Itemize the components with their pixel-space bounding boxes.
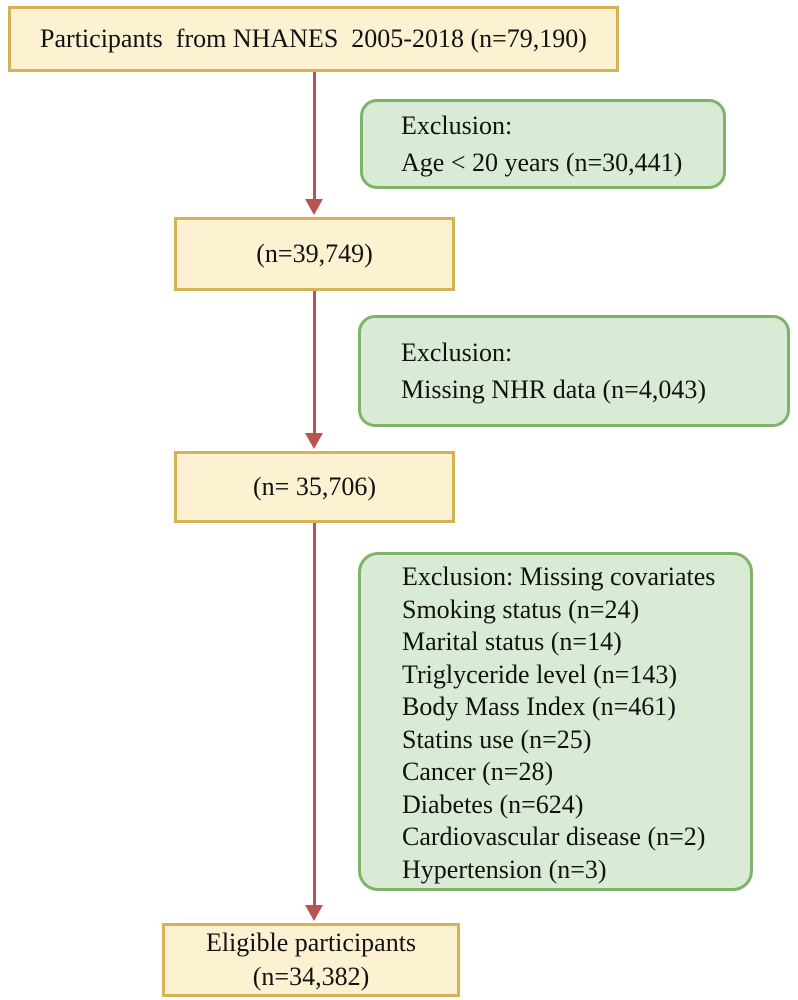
exclusion-line: Smoking status (n=24): [402, 594, 640, 624]
arrowhead-icon: [305, 433, 323, 449]
exclusion-line: Cardiovascular disease (n=2): [402, 822, 706, 851]
eligible-count: (n=34,382): [252, 962, 370, 991]
exclusion-line: Age < 20 years (n=30,441): [401, 148, 683, 177]
exclusion-line: Triglyceride level (n=143): [402, 659, 678, 689]
exclusion-line: Exclusion: Missing covariates: [402, 562, 716, 591]
exclusion-line: Body Mass Index (n=461): [402, 692, 676, 721]
exclusion-line: Marital status (n=14): [402, 627, 622, 656]
exclusion-line: Exclusion:: [401, 111, 513, 140]
exclusion-line: Statins use (n=25): [402, 724, 592, 754]
exclusion-line: Exclusion:: [401, 338, 513, 367]
eligible-label: Eligible participants: [205, 928, 417, 957]
exclusion-box-covariates: Exclusion: Missing covariates Smoking st…: [358, 552, 753, 891]
box-participants-label: Participants from NHANES 2005-2018 (n=79…: [40, 24, 587, 53]
flow-arrow-1: [313, 72, 316, 201]
exclusion-line: Missing NHR data (n=4,043): [401, 375, 706, 404]
box-after-age-exclusion: (n=39,749): [174, 217, 455, 291]
box-participants-source: Participants from NHANES 2005-2018 (n=79…: [8, 6, 619, 72]
exclusion-line: Cancer (n=28): [402, 757, 554, 786]
arrowhead-icon: [305, 905, 323, 921]
exclusion-line: Diabetes (n=624): [402, 789, 584, 819]
exclusion-line: Hypertension (n=3): [402, 854, 607, 884]
flow-arrow-3: [313, 523, 316, 907]
box-after-nhr-exclusion: (n= 35,706): [174, 451, 455, 523]
box-eligible-participants: Eligible participants (n=34,382): [162, 923, 460, 997]
arrowhead-icon: [305, 199, 323, 215]
exclusion-box-nhr: Exclusion: Missing NHR data (n=4,043): [358, 315, 790, 427]
flow-arrow-2: [313, 291, 316, 435]
box-count-label: (n= 35,706): [253, 472, 376, 501]
exclusion-box-age: Exclusion: Age < 20 years (n=30,441): [360, 99, 726, 189]
box-count-label: (n=39,749): [256, 239, 373, 268]
